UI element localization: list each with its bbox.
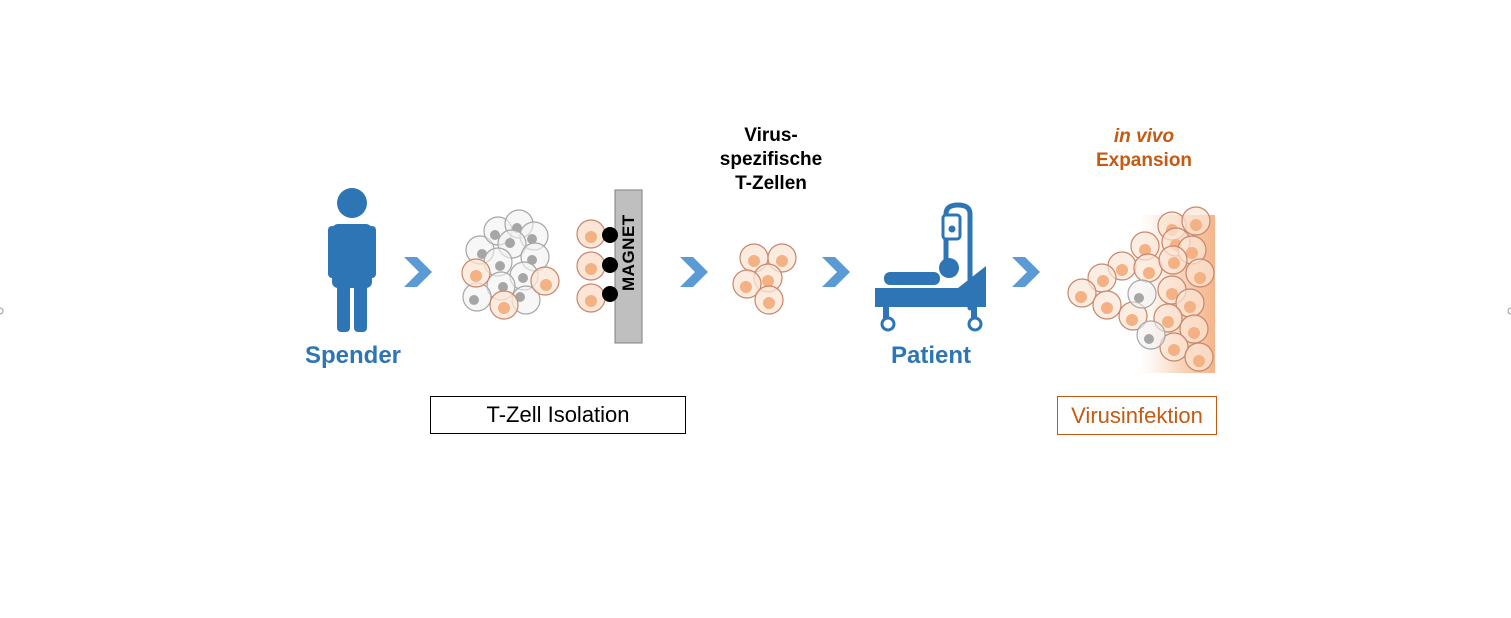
virus-infection-box: Virusinfektion	[1057, 396, 1217, 435]
virus-specific-t-cells	[732, 243, 797, 315]
orange-cell	[576, 219, 606, 249]
magnet-bar	[614, 189, 643, 344]
orange-cell	[1092, 290, 1122, 320]
mixed-cell-cluster	[461, 209, 560, 320]
orange-cell	[767, 243, 797, 273]
orange-cell	[530, 266, 560, 296]
t-cell-isolation-text: T-Zell Isolation	[486, 402, 630, 427]
orange-cell	[1158, 245, 1188, 275]
donor-label: Spender	[304, 342, 402, 369]
magnet-label: MAGNET	[619, 214, 638, 291]
orange-cell	[1118, 301, 1148, 331]
orange-cell	[1184, 342, 1214, 372]
chevron-right-icon	[1012, 257, 1040, 287]
magnet-bound-cells	[576, 219, 606, 313]
orange-cell	[489, 290, 519, 320]
orange-cell	[1181, 206, 1211, 236]
orange-cell	[1087, 263, 1117, 293]
chevron-right-icon	[822, 257, 850, 287]
in-vivo-expansion-label: in vivo Expansion	[1074, 125, 1214, 173]
orange-cell	[754, 285, 784, 315]
virus-infection-text: Virusinfektion	[1071, 402, 1203, 428]
edge-marker-right	[1507, 307, 1511, 315]
orange-cell	[1179, 314, 1209, 344]
chevron-right-icon	[404, 257, 432, 287]
gray-cell	[1127, 279, 1157, 309]
in-vivo-text: in vivo	[1113, 126, 1175, 147]
orange-cell	[1159, 332, 1189, 362]
orange-cell	[1133, 253, 1163, 283]
chevron-right-icon	[680, 257, 708, 287]
orange-cell	[732, 269, 762, 299]
magnetic-beads	[602, 227, 618, 302]
expansion-text: Expansion	[1095, 150, 1193, 171]
expanded-cell-cluster	[1067, 206, 1215, 372]
gray-cell	[1136, 320, 1166, 350]
hospital-bed-icon	[875, 202, 986, 332]
edge-marker-left	[0, 307, 4, 315]
orange-cell	[461, 258, 491, 288]
orange-cell	[576, 251, 606, 281]
person-icon	[328, 188, 376, 332]
patient-label: Patient	[890, 342, 971, 369]
orange-cell	[576, 283, 606, 313]
orange-cell	[1185, 258, 1215, 288]
t-cell-isolation-box: T-Zell Isolation	[430, 396, 686, 434]
orange-cell	[1130, 231, 1160, 261]
orange-cell	[1067, 278, 1097, 308]
